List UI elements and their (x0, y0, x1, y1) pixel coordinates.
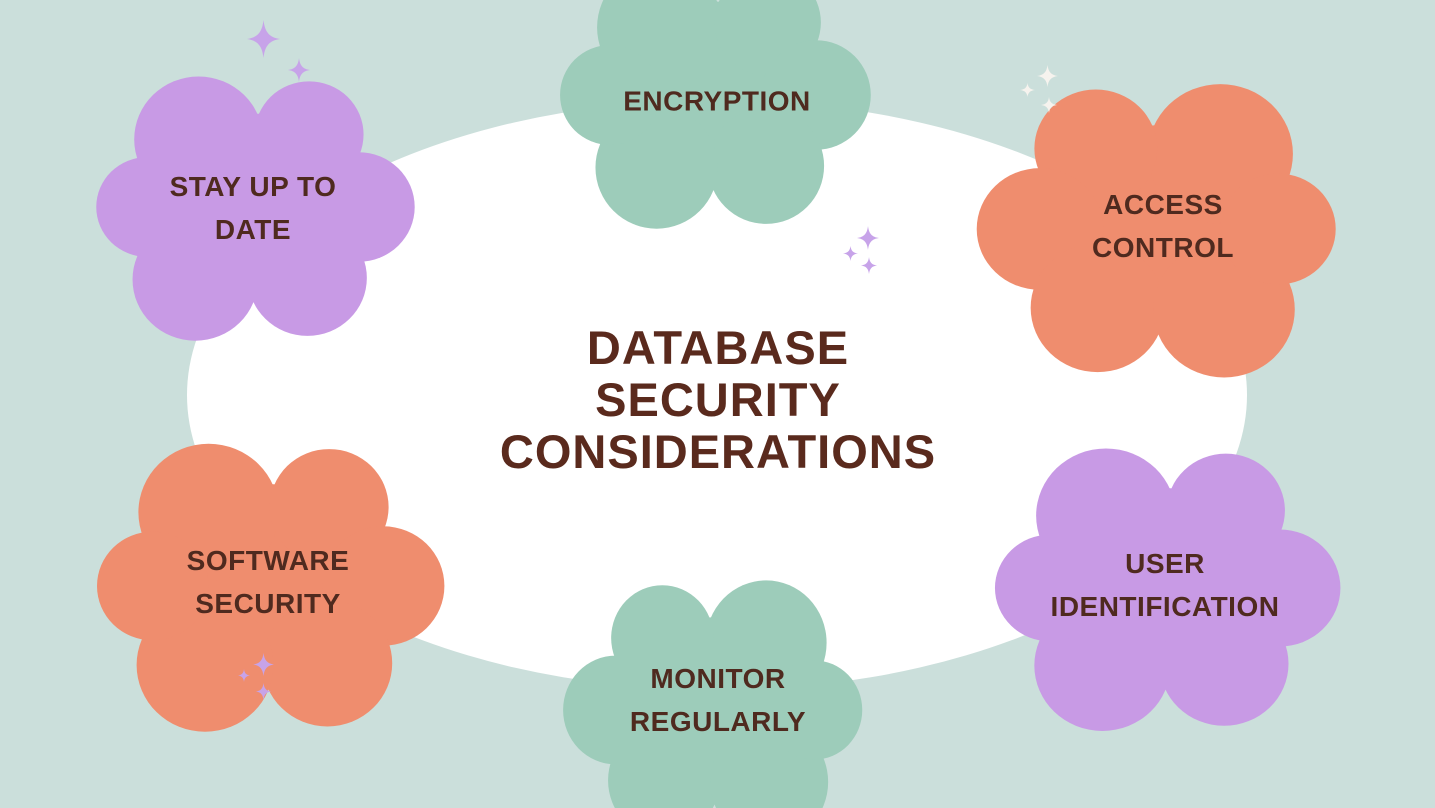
label-line: STAY UP TO (169, 171, 337, 202)
sparkle-icon (857, 226, 879, 250)
blob-label-user-identification: USER IDENTIFICATION (1051, 542, 1280, 628)
title-line: DATABASE (586, 321, 850, 374)
blob-label-stay-up-to-date: STAY UP TO DATE (170, 165, 337, 251)
sparkle-icon (288, 58, 310, 82)
label-line: SECURITY (195, 588, 341, 619)
sparkle-cluster-bottom-left (238, 653, 274, 700)
label-line: USER (1125, 548, 1205, 579)
blob-label-access-control: ACCESS CONTROL (1092, 183, 1234, 269)
label-line: IDENTIFICATION (1050, 591, 1280, 622)
blob-label-monitor-regularly: MONITOR REGULARLY (630, 657, 806, 743)
blob-label-software-security: SOFTWARE SECURITY (187, 539, 350, 625)
sparkle-cluster-center (843, 226, 879, 274)
blob-label-encryption: ENCRYPTION (623, 80, 811, 123)
sparkle-icon (843, 246, 858, 261)
label-line: REGULARLY (629, 706, 807, 737)
sparkle-icon (1041, 97, 1057, 113)
sparkle-icon (247, 20, 280, 59)
sparkle-cluster-top-right (1020, 65, 1058, 113)
sparkle-icon (256, 683, 271, 700)
label-line: DATE (214, 214, 292, 245)
title-line: SECURITY (595, 373, 841, 426)
label-line: MONITOR (650, 663, 786, 694)
diagram-title: DATABASE SECURITY CONSIDERATIONS (500, 322, 936, 478)
label-line: ACCESS (1103, 189, 1223, 220)
sparkle-icon (861, 257, 877, 274)
sparkle-icon (253, 653, 274, 676)
label-line: ENCRYPTION (623, 85, 811, 117)
sparkle-cluster-top-left (247, 20, 310, 82)
sparkle-icon (1037, 65, 1058, 87)
label-line: CONTROL (1092, 232, 1234, 263)
title-line: CONSIDERATIONS (499, 425, 937, 478)
sparkle-icon (1020, 83, 1035, 97)
sparkle-icon (238, 669, 250, 682)
label-line: SOFTWARE (186, 545, 350, 576)
